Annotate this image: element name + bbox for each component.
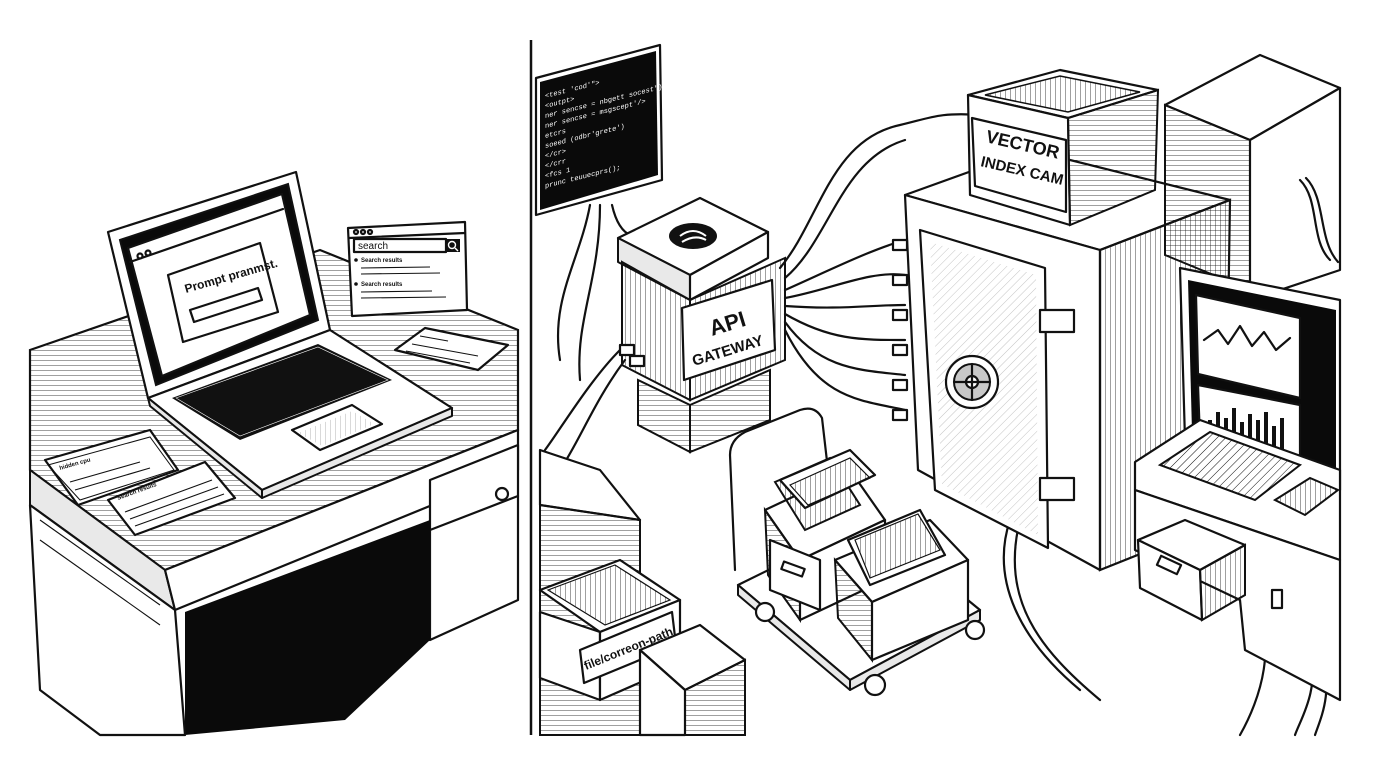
console-keypad[interactable] (1272, 476, 1340, 517)
vector-index-filebox: VECTOR INDEX CAM (966, 68, 1160, 227)
desk-knee-space (185, 520, 430, 735)
file-drawer: file/correon-path (538, 448, 747, 737)
api-gateway: API GATEWAY (616, 196, 786, 454)
left-panel: Prompt pranmst. search (0, 0, 520, 740)
file-cart (728, 407, 986, 697)
vector-index-label (970, 116, 1068, 214)
api-gateway-label (680, 278, 777, 382)
vault-dial[interactable] (944, 354, 1000, 410)
search-icon (447, 240, 457, 250)
workstation (1133, 266, 1342, 702)
prompt-input-field[interactable] (188, 286, 264, 324)
laptop-keyboard (172, 344, 392, 440)
cables (543, 113, 1328, 737)
laptop: Prompt pranmst. (106, 170, 454, 499)
search-input-text: search (358, 241, 388, 252)
right-panel: <test 'cod'"> <outpt> ner sencse = nbget… (534, 43, 1342, 737)
desk-note-right (393, 326, 510, 372)
server-box (1163, 53, 1342, 302)
paper-stack: hidden cpu Search results (43, 428, 237, 537)
terminal-monitor: <test 'cod'"> <outpt> ner sencse = nbget… (534, 43, 664, 217)
console-keyboard[interactable] (1157, 430, 1303, 502)
search-window: search Search results Search results (346, 220, 469, 318)
monitor-chart-panel (1194, 293, 1302, 400)
search-result-1[interactable]: Search results (361, 258, 403, 264)
monitor-line-chart (1202, 324, 1292, 352)
search-result-2[interactable]: Search results (361, 282, 403, 288)
